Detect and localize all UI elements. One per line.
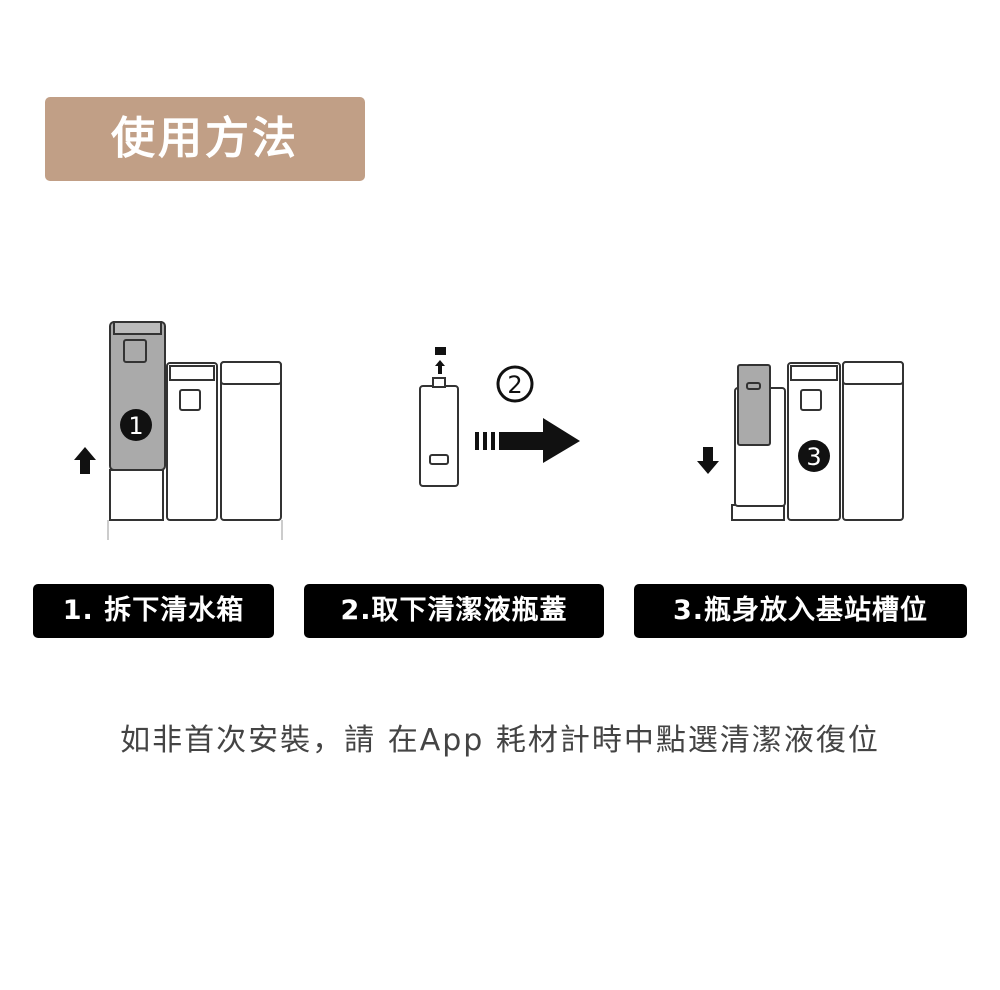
- arrow-right-icon: [475, 418, 580, 463]
- step-2-illustration: 2: [419, 347, 580, 487]
- reset-note: 如非首次安裝，請 在App 耗材計時中點選清潔液復位: [120, 723, 880, 758]
- section-title: 使用方法: [45, 97, 365, 181]
- step-3-number: 3: [806, 443, 821, 471]
- step-1-label: 1. 拆下清水箱: [33, 584, 274, 638]
- step-3-illustration: 3: [697, 361, 904, 521]
- arrow-up-icon: [74, 447, 96, 474]
- step-1-number-badge: [120, 409, 152, 441]
- step-2-number: 2: [507, 371, 522, 399]
- step-3-number-badge: [798, 440, 830, 472]
- step-1-number: 1: [128, 412, 143, 440]
- step-2-label: 2.取下清潔液瓶蓋: [304, 584, 604, 638]
- arrow-down-icon: [697, 447, 719, 474]
- step-1-illustration: 1: [74, 321, 283, 540]
- step-2-number-badge: [496, 365, 534, 403]
- step-3-label: 3.瓶身放入基站槽位: [634, 584, 967, 638]
